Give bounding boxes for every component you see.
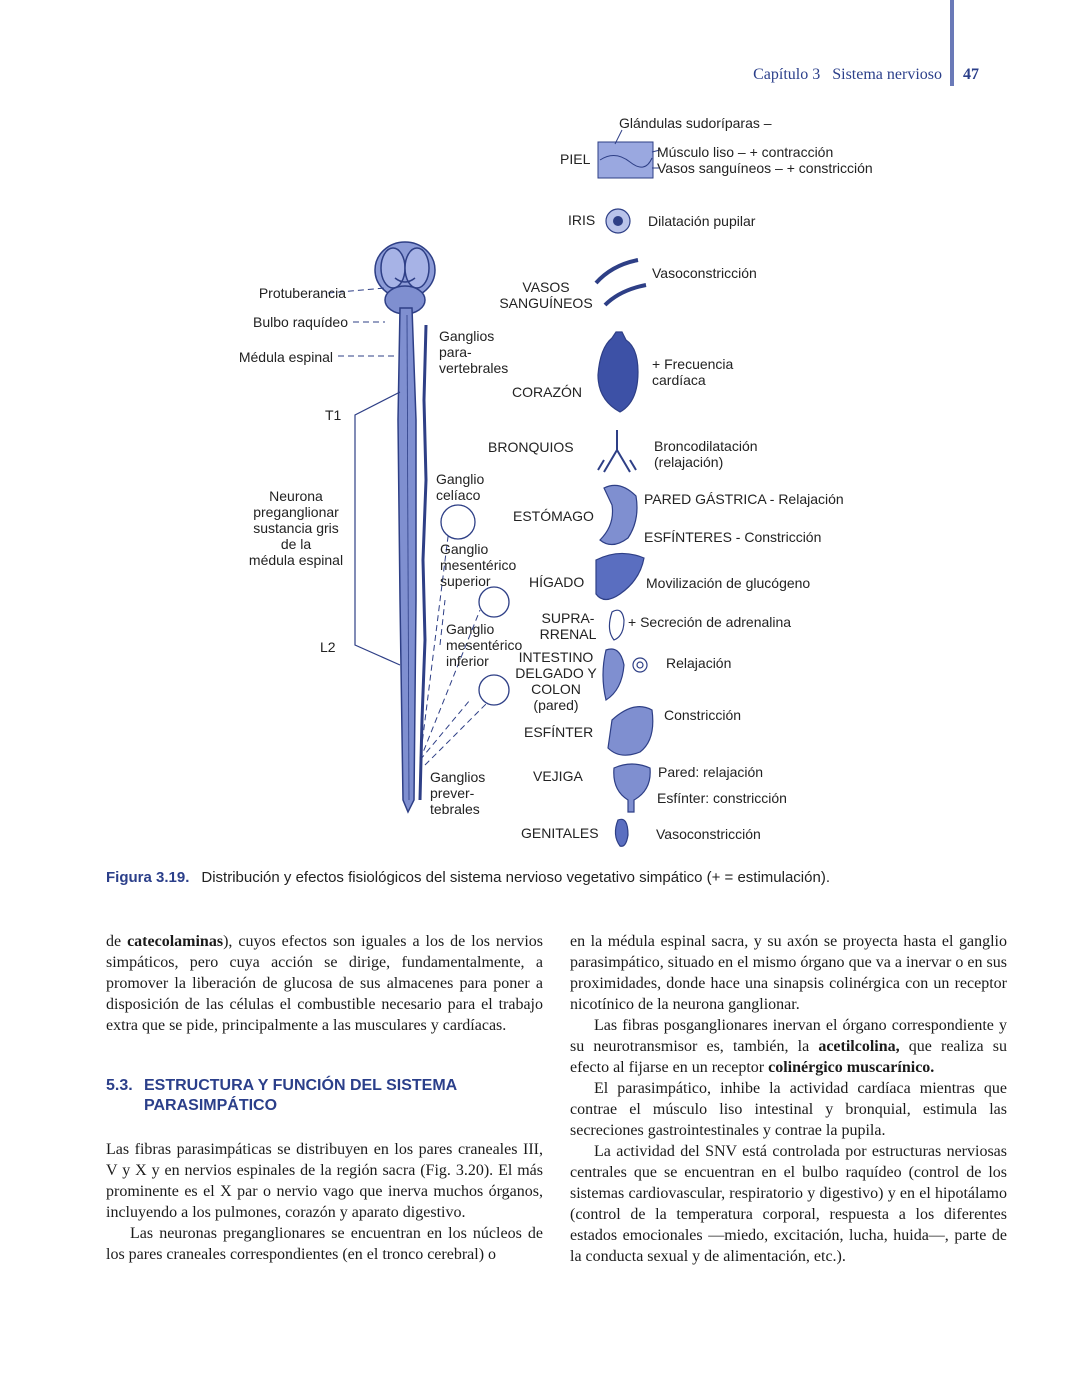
colon-drawing (607, 706, 654, 756)
t1-l2-bracket (354, 391, 401, 666)
effect-glucogeno: Movilización de glucógeno (646, 575, 811, 591)
effect-pared-vejiga: Pared: relajación (658, 764, 764, 780)
label-estomago: ESTÓMAGO (513, 508, 594, 524)
effect-esfinter-vejiga: Esfínter: constricción (657, 790, 787, 806)
label-t1: T1 (325, 407, 342, 423)
label-ganglio-mesenterico-superior: Ganglio mesentérico superior (440, 541, 517, 589)
paragraph: de catecolaminas), cuyos efectos son igu… (106, 931, 543, 1036)
label-corazon: CORAZÓN (512, 384, 582, 400)
effect-dilatacion-pupilar: Dilatación pupilar (648, 213, 756, 229)
text-column-right: en la médula espinal sacra, y su axón se… (570, 931, 1007, 1267)
bold-term: colinérgico muscarínico. (768, 1059, 935, 1076)
sympathetic-chain (418, 324, 428, 801)
text-column-left: de catecolaminas), cuyos efectos son igu… (106, 931, 543, 1265)
paragraph: Las fibras posganglionares inervan el ór… (570, 1015, 1007, 1078)
bold-term: acetilcolina, (818, 1038, 900, 1055)
bladder-drawing (613, 763, 651, 813)
caption-text: Distribución y efectos fisiológicos del … (201, 869, 830, 886)
paragraph: Las neuronas preganglionares se encuentr… (106, 1225, 543, 1263)
paragraph: La actividad del SNV está controlada por… (570, 1143, 1007, 1265)
label-intestino: INTESTINO DELGADO Y COLON (pared) (515, 649, 597, 713)
page-header: Capítulo 3 Sistema nervioso 47 (0, 0, 1080, 100)
paragraph: El parasimpático, inhibe la actividad ca… (570, 1080, 1007, 1139)
label-neurona-preganglionar: Neurona preganglionar sustancia gris de … (248, 488, 344, 568)
label-vasos-sanguineos: VASOS SANGUÍNEOS (499, 279, 593, 311)
paragraph: en la médula espinal sacra, y su axón se… (570, 933, 1007, 1013)
label-genitales: GENITALES (521, 825, 599, 841)
text-run: Las fibras posganglionares inervan el ór… (570, 1017, 1007, 1055)
bold-term: catecolaminas (127, 933, 224, 950)
section-heading: 5.3. ESTRUCTURA Y FUNCIÓN DEL SISTEMA PAR… (106, 1076, 543, 1116)
label-l2: L2 (320, 639, 336, 655)
superior-mesenteric-ganglion (478, 586, 510, 618)
label-ganglio-mesenterico-inferior: Ganglio mesentérico inferior (446, 621, 523, 669)
label-ganglios-prevertebrales: Ganglios prever- tebrales (430, 769, 486, 817)
stomach-drawing (599, 484, 638, 546)
leader-lines (327, 287, 491, 766)
liver-drawing (595, 552, 645, 601)
intestine-drawing (602, 648, 648, 701)
iris-drawing (605, 208, 631, 234)
label-protuberancia: Protuberancia (258, 285, 346, 301)
adrenal-drawing (608, 609, 625, 641)
label-ganglios-paravertebrales: Ganglios para- vertebrales (439, 328, 509, 376)
label-bronquios: BRONQUIOS (488, 439, 574, 455)
label-esfinter: ESFÍNTER (524, 724, 594, 740)
label-suprarrenal: SUPRA- RRENAL (539, 610, 597, 642)
section-title-line2: PARASIMPÁTICO (144, 1097, 278, 1114)
text-run: que realiza su efecto al fijarse en un r… (570, 1038, 1007, 1076)
effect-musculo-liso: Músculo liso – + contracción (657, 144, 834, 160)
celiac-ganglion (440, 504, 476, 540)
effect-adrenalina: + Secreción de adrenalina (628, 614, 792, 630)
figure-caption: Figura 3.19. Distribución y efectos fisio… (106, 869, 830, 886)
blood-vessels-drawing (594, 258, 647, 307)
effect-broncodilatacion: Broncodilatación (relajación) (654, 438, 758, 470)
label-iris: IRIS (568, 212, 596, 228)
chapter-title: Capítulo 3 Sistema nervioso (753, 66, 942, 83)
effect-glandulas: Glándulas sudoríparas – (619, 115, 772, 131)
effect-vasoconstriccion-genitales: Vasoconstricción (656, 826, 761, 842)
caption-number: Figura 3.19. (106, 869, 190, 886)
effect-esfinteres: ESFÍNTERES - Constricción (644, 529, 822, 545)
text-run: de (106, 933, 128, 950)
effect-pared-gastrica: PARED GÁSTRICA - Relajación (644, 491, 844, 507)
paragraph: Las fibras parasimpáticas se distribuyen… (106, 1141, 543, 1221)
inferior-mesenteric-ganglion (478, 674, 510, 706)
effect-frecuencia-cardiaca: + Frecuencia cardíaca (652, 356, 734, 388)
page-number: 47 (963, 66, 979, 83)
label-ganglio-celiaco: Ganglio celíaco (436, 471, 485, 503)
figure-drawing (327, 129, 661, 847)
effect-vasos-piel: Vasos sanguíneos – + constricción (657, 160, 873, 176)
label-medula-espinal: Médula espinal (238, 349, 333, 365)
spinal-cord (397, 307, 417, 814)
effect-relajacion: Relajación (666, 655, 732, 671)
header-rule (950, 0, 954, 86)
label-higado: HÍGADO (529, 574, 585, 590)
effect-vasoconstriccion: Vasoconstricción (652, 265, 757, 281)
genitals-drawing (614, 818, 629, 847)
brain-drawing (374, 241, 436, 315)
label-vejiga: VEJIGA (533, 768, 583, 784)
effect-constriccion: Constricción (664, 707, 742, 723)
bronchi-drawing (597, 430, 637, 473)
text-run: ), cuyos efectos son iguales a los de lo… (106, 933, 543, 1034)
heart-drawing (597, 331, 639, 413)
section-number: 5.3. (106, 1077, 133, 1094)
label-piel: PIEL (560, 151, 591, 167)
figure-sympathetic-system: Protuberancia Bulbo raquídeo Médula espi… (0, 100, 1080, 860)
label-bulbo-raquideo: Bulbo raquídeo (253, 314, 348, 330)
section-title-line1: ESTRUCTURA Y FUNCIÓN DEL SISTEMA (144, 1077, 458, 1094)
skin-drawing (597, 129, 661, 179)
